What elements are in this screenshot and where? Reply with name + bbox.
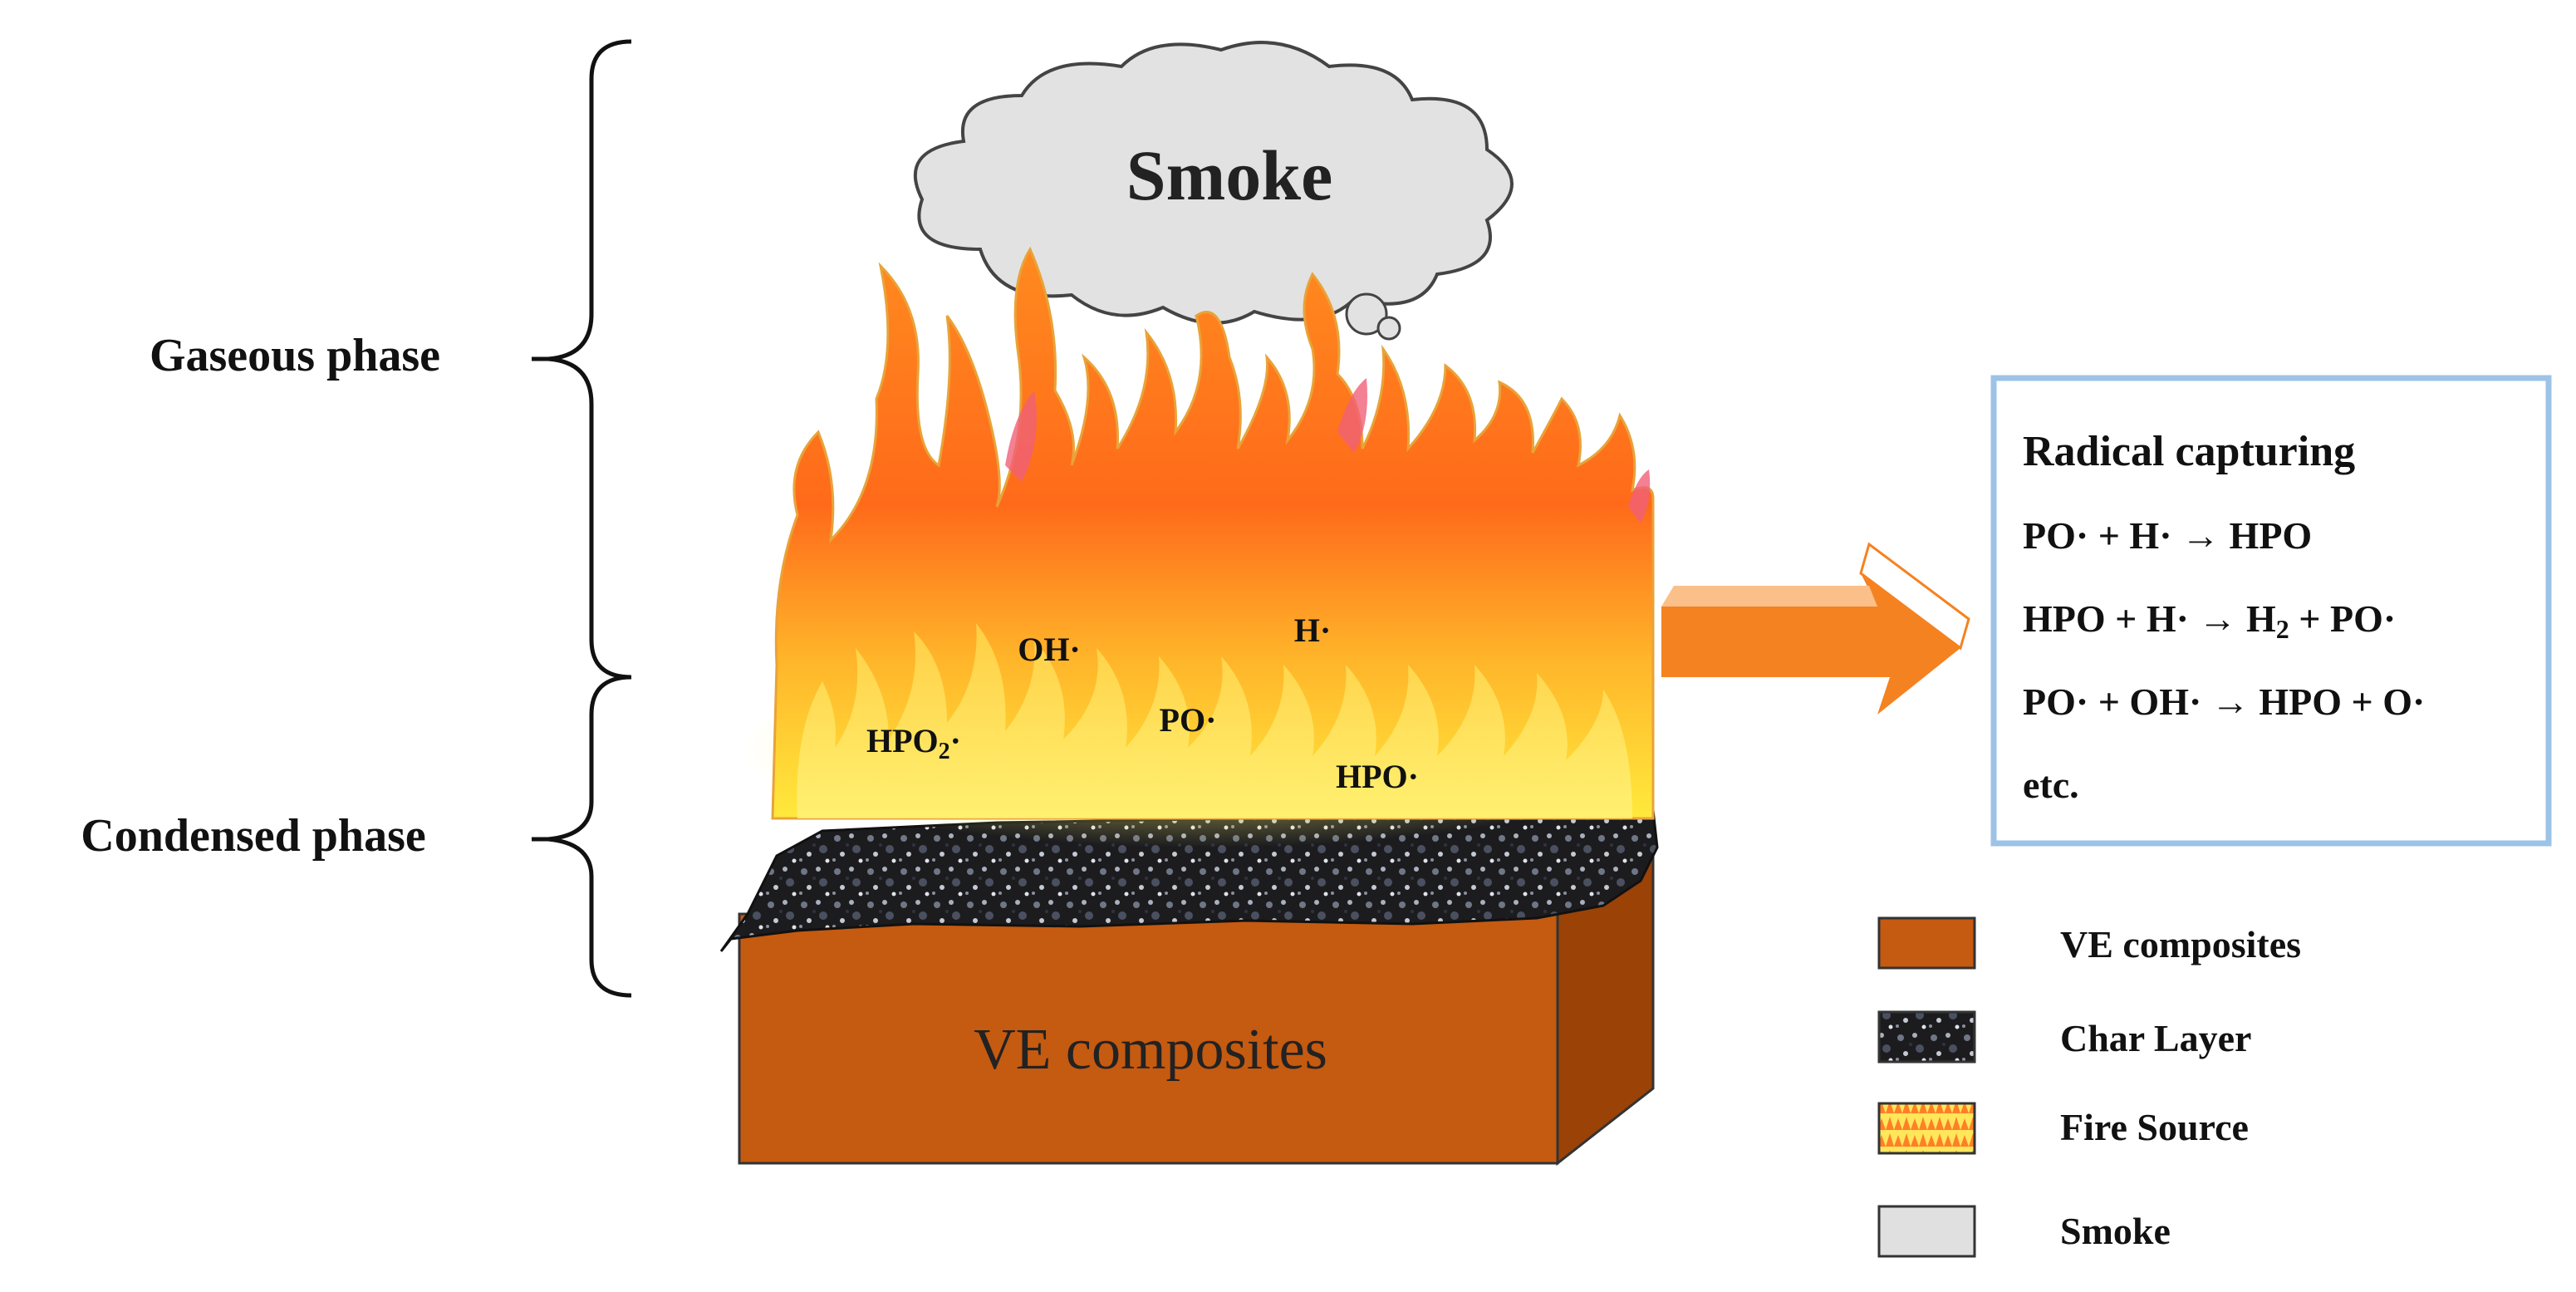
capture-equation-1: PO· + H· → HPO — [2023, 514, 2312, 557]
radical-capturing-title: Radical capturing — [2023, 428, 2355, 475]
radical-hpo-label: HPO· — [1336, 758, 1419, 795]
radical-capturing-box — [1990, 375, 2552, 847]
radical-h-label: H· — [1294, 612, 1331, 649]
fire-source-swatch — [1877, 1102, 1976, 1155]
capture-equation-2: HPO + H· → H2 + PO· — [2023, 597, 2396, 644]
radical-hpo2-label: HPO2· — [866, 722, 961, 764]
legend-ve-composites-label: VE composites — [2060, 923, 2301, 965]
radical-po-label: PO· — [1160, 701, 1217, 739]
capture-equation-3: PO· + OH· → HPO + O· — [2023, 680, 2425, 723]
gaseous-phase-brace — [547, 39, 632, 680]
legend-char-layer-label: Char Layer — [2060, 1017, 2251, 1059]
flame — [739, 246, 1670, 847]
char-layer-swatch — [1877, 1010, 1976, 1064]
char-layer — [719, 808, 1659, 952]
legend-smoke-label: Smoke — [2060, 1210, 2171, 1252]
condensed-phase-label: Condensed phase — [81, 810, 425, 862]
legend: VE composites Char Layer Fire Source Smo… — [1877, 916, 2301, 1258]
smoke-swatch — [1877, 1205, 1976, 1258]
smoke-label: Smoke — [1126, 135, 1332, 215]
ve-composites-block-label: VE composites — [974, 1018, 1327, 1082]
legend-fire-source-label: Fire Source — [2060, 1106, 2249, 1148]
ve-composite-swatch — [1877, 916, 1976, 970]
gaseous-phase-label: Gaseous phase — [150, 330, 440, 381]
right-arrow — [1661, 542, 1970, 715]
condensed-phase-brace — [547, 675, 632, 998]
capture-etc: etc. — [2023, 764, 2079, 806]
radical-oh-label: OH· — [1018, 631, 1081, 668]
